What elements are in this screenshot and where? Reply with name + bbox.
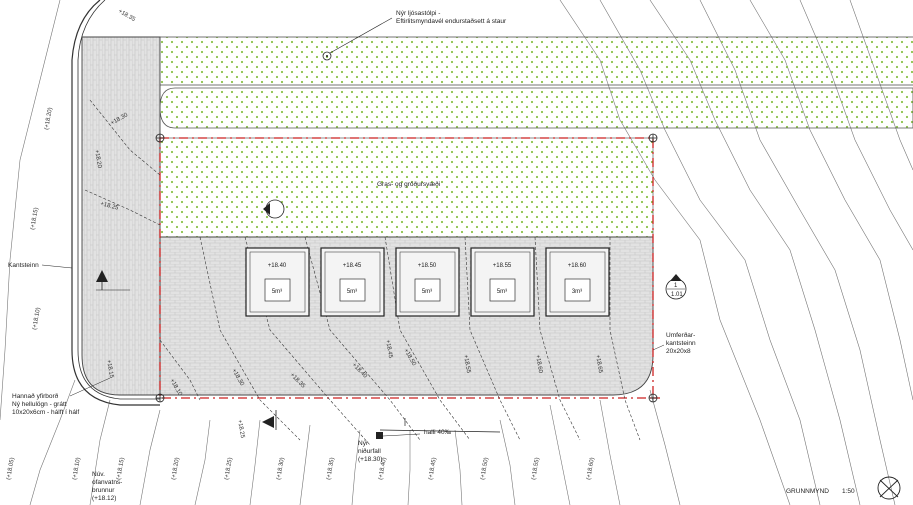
traffic-curb-label-2: kantsteinn bbox=[666, 340, 696, 347]
slope-arrow bbox=[379, 418, 501, 433]
elevation-label: (+18.05) bbox=[6, 457, 16, 480]
elevation-label: (+18.20) bbox=[44, 107, 54, 130]
bin-volume: 5m³ bbox=[497, 289, 507, 295]
waste-bin: +18.55 5m³ bbox=[470, 247, 535, 317]
section-arrow-bottom bbox=[262, 410, 277, 430]
bin-volume: 3m³ bbox=[572, 289, 582, 295]
drawing-title: GRUNNMYND bbox=[786, 488, 829, 495]
north-arrow-icon bbox=[877, 476, 901, 500]
elevation-label: +18.25 bbox=[99, 201, 119, 212]
paving-label-2: Ný hellulögn - grátt bbox=[12, 401, 67, 408]
elevation-label: +18.20 bbox=[93, 149, 102, 169]
upper-grass-strip bbox=[160, 37, 913, 85]
bin-level: +18.60 bbox=[568, 263, 587, 269]
elevation-label: (+18.30) bbox=[276, 457, 286, 480]
waste-bin: +18.40 5m³ bbox=[245, 247, 310, 317]
paving-label-3: 10x20x6cm - hálft í hálf bbox=[12, 409, 79, 416]
elevation-label: +18.15 bbox=[105, 359, 114, 379]
bin-volume: 5m³ bbox=[347, 289, 357, 295]
grass-field bbox=[159, 137, 654, 238]
section-mark-grass bbox=[263, 199, 285, 219]
site-boundary bbox=[159, 137, 654, 399]
elevation-label: (+18.10) bbox=[32, 307, 42, 330]
elevation-label: (+18.25) bbox=[224, 457, 234, 480]
elevation-label: +18.55 bbox=[462, 354, 471, 374]
lamp-post-label-1: Nýr ljósastólpi - bbox=[396, 10, 440, 17]
elevation-label: (+18.60) bbox=[586, 457, 596, 480]
elevation-label: (+18.50) bbox=[480, 457, 490, 480]
elevation-label: +18.45 bbox=[384, 339, 393, 359]
curb-label: Kantsteinn bbox=[8, 262, 39, 269]
bin-level: +18.55 bbox=[493, 263, 512, 269]
drain-label-3: (+18.30) bbox=[358, 456, 382, 463]
left-elevation-labels: (+18.20) (+18.15) (+18.10) bbox=[30, 107, 54, 330]
elevation-label: (+18.40) bbox=[378, 457, 388, 480]
lamp-post-label-2: Eftirlitsmyndavél endurstaðsett á staur bbox=[396, 17, 507, 25]
elevation-label: (+18.10) bbox=[72, 457, 82, 480]
section-mark-sheet: 1.01 bbox=[671, 292, 683, 298]
waste-bin: +18.50 5m³ bbox=[395, 247, 460, 317]
elevation-label: +18.60 bbox=[534, 354, 543, 374]
bin-volume: 5m³ bbox=[422, 289, 432, 295]
elevation-label: (+18.45) bbox=[428, 457, 438, 480]
waste-bins: +18.405m³+18.455m³+18.505m³+18.555m³+18.… bbox=[245, 247, 610, 317]
traffic-curb-label-3: 20x20x8 bbox=[666, 348, 691, 355]
elevation-label: +18.65 bbox=[594, 354, 603, 374]
elevation-label: (+18.35) bbox=[326, 457, 336, 480]
bin-level: +18.50 bbox=[418, 263, 437, 269]
drain-label-2: niðurfall bbox=[358, 447, 381, 455]
drain-label-1: Nýr bbox=[358, 440, 369, 447]
elevation-label: +18.35 bbox=[117, 9, 137, 24]
waste-bin: +18.60 3m³ bbox=[545, 247, 610, 317]
elevation-label: (+18.20) bbox=[171, 457, 181, 480]
elevation-label: (+18.15) bbox=[116, 457, 126, 480]
grade-lines bbox=[84, 99, 641, 446]
drawing-scale: 1:50 bbox=[842, 488, 855, 495]
side-paved-path bbox=[81, 36, 161, 396]
bin-volume: 5m³ bbox=[272, 289, 282, 295]
bin-level: +18.45 bbox=[343, 263, 362, 269]
curb-lines bbox=[71, 0, 160, 406]
section-arrow-left bbox=[96, 270, 130, 291]
waste-bin: +18.45 5m³ bbox=[320, 247, 385, 317]
bin-level: +18.40 bbox=[268, 263, 287, 269]
hedge-band bbox=[159, 87, 913, 129]
paving-label-1: Hannað yfirborð bbox=[12, 392, 59, 400]
section-mark-right bbox=[665, 274, 687, 300]
traffic-curb-label-1: Umferðar- bbox=[666, 331, 695, 339]
existing-drain-label-2: ofanvatns- bbox=[92, 479, 122, 486]
existing-drain-label-3: brunnur bbox=[92, 487, 115, 494]
bottom-elevation-labels: (+18.05) (+18.10) (+18.15) (+18.20) (+18.25)… bbox=[6, 457, 596, 480]
existing-drain-label-1: Núv. bbox=[92, 471, 105, 478]
drain-point bbox=[376, 432, 383, 439]
section-mark-number: 1 bbox=[674, 283, 678, 289]
elevation-label: (+18.55) bbox=[531, 457, 541, 480]
slope-label: halli 40‰ bbox=[424, 429, 452, 436]
existing-drain-label-4: (+18.12) bbox=[92, 495, 116, 502]
elevation-label: +18.25 bbox=[236, 419, 245, 439]
elevation-label: (+18.15) bbox=[30, 207, 40, 230]
corner-markers bbox=[155, 133, 658, 403]
lamp-post-marker bbox=[322, 17, 393, 61]
grass-field-label: Gras- og gróðursvæði bbox=[377, 180, 440, 188]
